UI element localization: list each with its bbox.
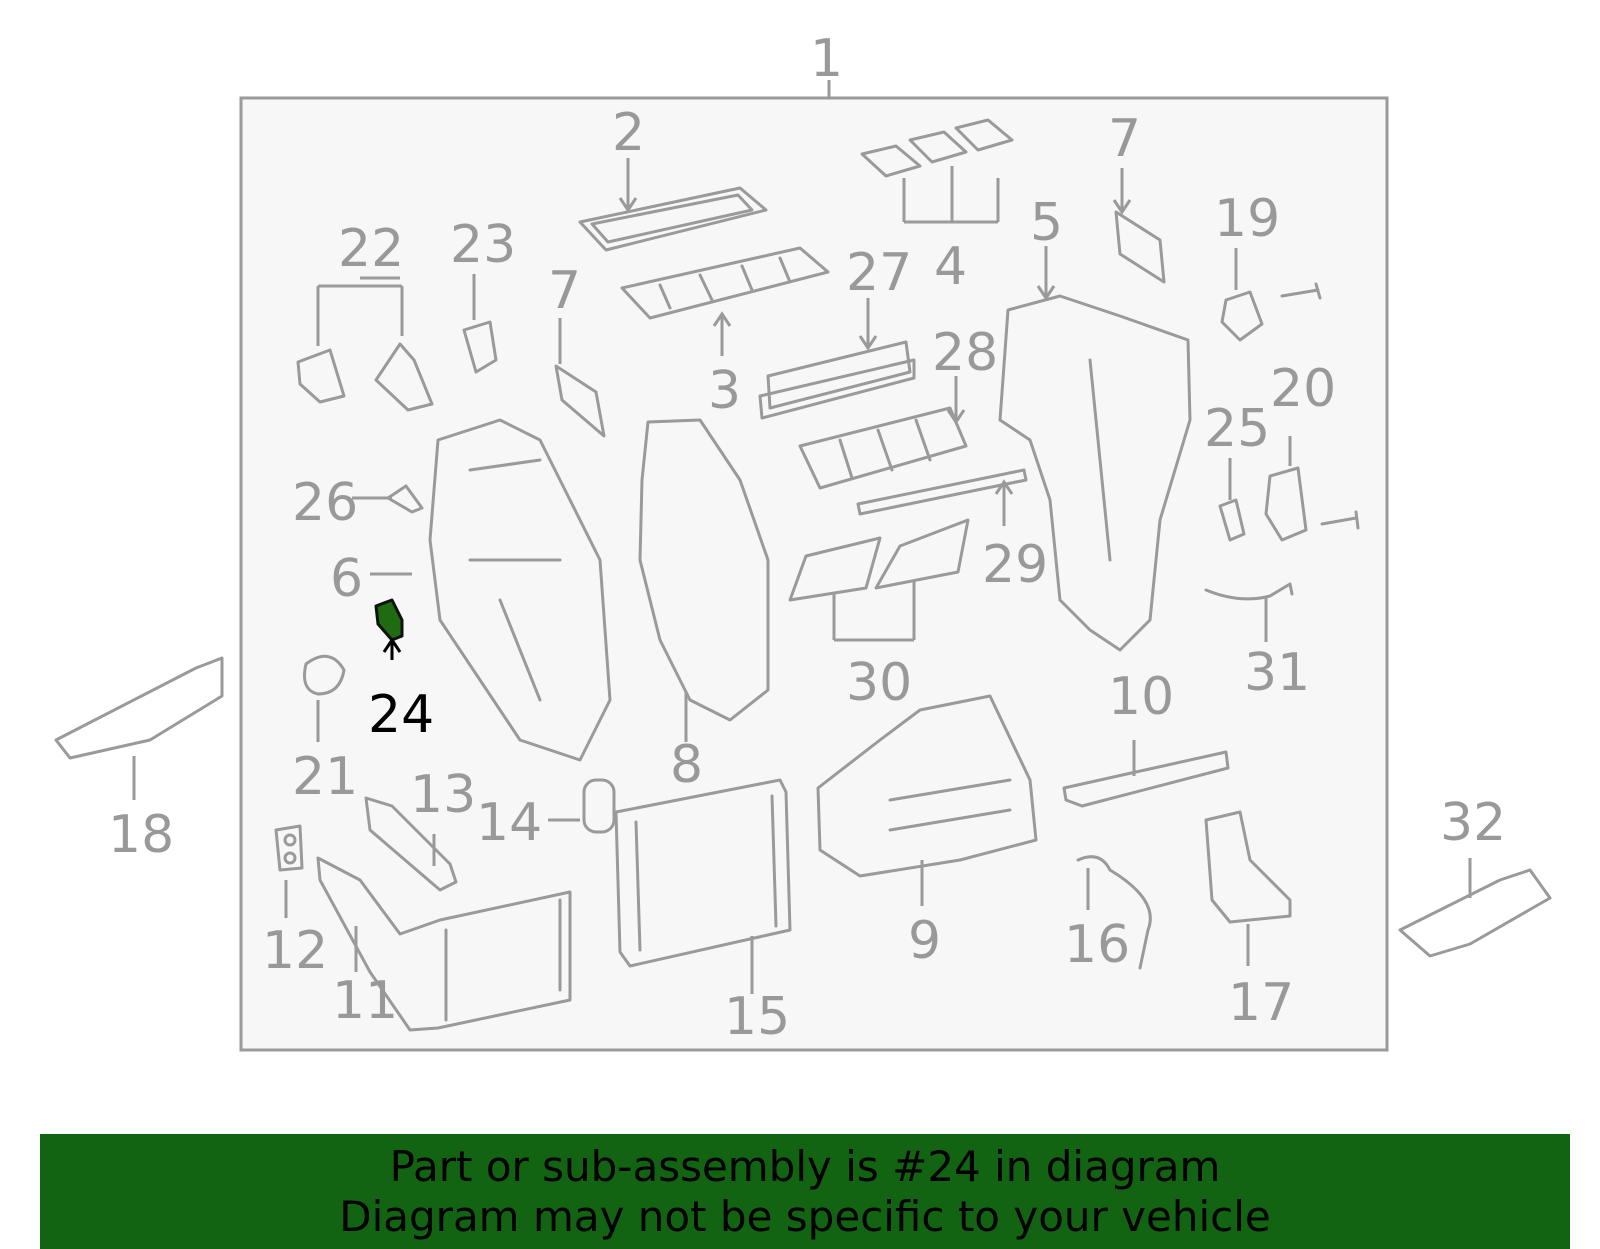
highlighted-part-24	[374, 598, 404, 642]
banner-line-1: Part or sub-assembly is #24 in diagram	[389, 1142, 1221, 1191]
callout-3: 3	[708, 361, 741, 421]
callout-13: 13	[410, 765, 476, 825]
callout-25: 25	[1204, 399, 1270, 459]
callout-1: 1	[810, 29, 843, 89]
callout-23: 23	[450, 215, 516, 275]
callout-8: 8	[670, 735, 703, 795]
callout-5: 5	[1030, 193, 1063, 253]
parts-diagram: 1 2 3 4 5 6 7 7 8 9 10 11 12 13 14 15 16…	[54, 29, 1552, 1052]
callout-7-right: 7	[1108, 109, 1141, 169]
callout-19: 19	[1214, 189, 1280, 249]
callout-12: 12	[262, 921, 328, 981]
callout-32: 32	[1440, 793, 1506, 853]
callout-30: 30	[846, 653, 912, 713]
callout-28: 28	[932, 323, 998, 383]
callout-14: 15	[724, 987, 790, 1047]
banner-line-2: Diagram may not be specific to your vehi…	[339, 1192, 1271, 1241]
callout-29: 29	[982, 535, 1048, 595]
assembly-frame	[239, 96, 1389, 1052]
callout-21: 21	[292, 747, 358, 807]
callout-10: 10	[1108, 667, 1174, 727]
callout-24: 24	[368, 685, 434, 745]
callout-20: 20	[1270, 359, 1336, 419]
callout-31: 31	[1244, 643, 1310, 703]
callout-labels: 1 2 3 4 5 6 7 7 8 9 10 11 12 13 14 15 16…	[108, 29, 1506, 1047]
info-banner: Part or sub-assembly is #24 in diagram D…	[40, 1134, 1570, 1249]
part-outlines	[54, 118, 1552, 1032]
callout-15: 14	[476, 793, 542, 853]
callout-22: 22	[338, 219, 404, 279]
callout-11: 11	[332, 971, 398, 1031]
callout-9: 9	[908, 911, 941, 971]
callout-26: 26	[292, 473, 358, 533]
callout-18: 18	[108, 805, 174, 865]
callout-6: 6	[330, 549, 363, 609]
callout-17: 17	[1228, 973, 1294, 1033]
callout-7-left: 7	[548, 261, 581, 321]
callout-27: 27	[846, 243, 912, 303]
callout-2: 2	[612, 103, 645, 163]
leader-lines	[132, 158, 1472, 994]
callout-4: 4	[934, 237, 967, 297]
callout-16: 16	[1064, 915, 1130, 975]
